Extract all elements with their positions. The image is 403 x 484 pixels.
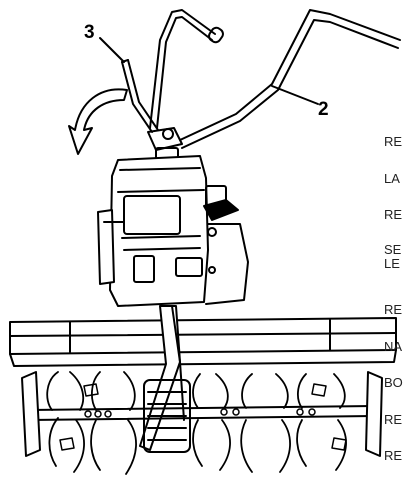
leader-line-2 (271, 85, 319, 105)
side-label: NA (384, 339, 403, 354)
tines (46, 371, 347, 475)
side-label: BO (384, 375, 403, 390)
side-label: RE (384, 448, 403, 463)
tine-axle-lower (29, 415, 375, 421)
tine-axle (29, 405, 375, 411)
left-handlebar (121, 59, 159, 133)
callout-number-2: 2 (318, 99, 329, 120)
side-label: RE (384, 134, 403, 149)
side-label-column: RE LA RE SE LE RE NA BO RE RE (384, 0, 403, 484)
leader-line-3 (99, 37, 125, 63)
side-label: RE (384, 302, 403, 317)
handle-clamp (147, 127, 183, 161)
tine-clips (59, 383, 347, 451)
side-label: LA (384, 171, 400, 186)
side-label: RE (384, 207, 403, 222)
axle-bolts (84, 408, 316, 418)
right-side-disc (365, 371, 383, 457)
callout-number-3: 3 (84, 22, 95, 43)
fold-arrow (68, 88, 128, 155)
right-handlebar (179, 9, 401, 149)
tine-shield (9, 317, 397, 367)
left-side-disc (21, 371, 41, 457)
gearbox (139, 305, 191, 453)
side-label: LE (384, 256, 400, 271)
center-handlebar (149, 9, 224, 129)
side-label: RE (384, 412, 403, 427)
side-label: SE (384, 242, 402, 257)
engine (97, 155, 249, 307)
